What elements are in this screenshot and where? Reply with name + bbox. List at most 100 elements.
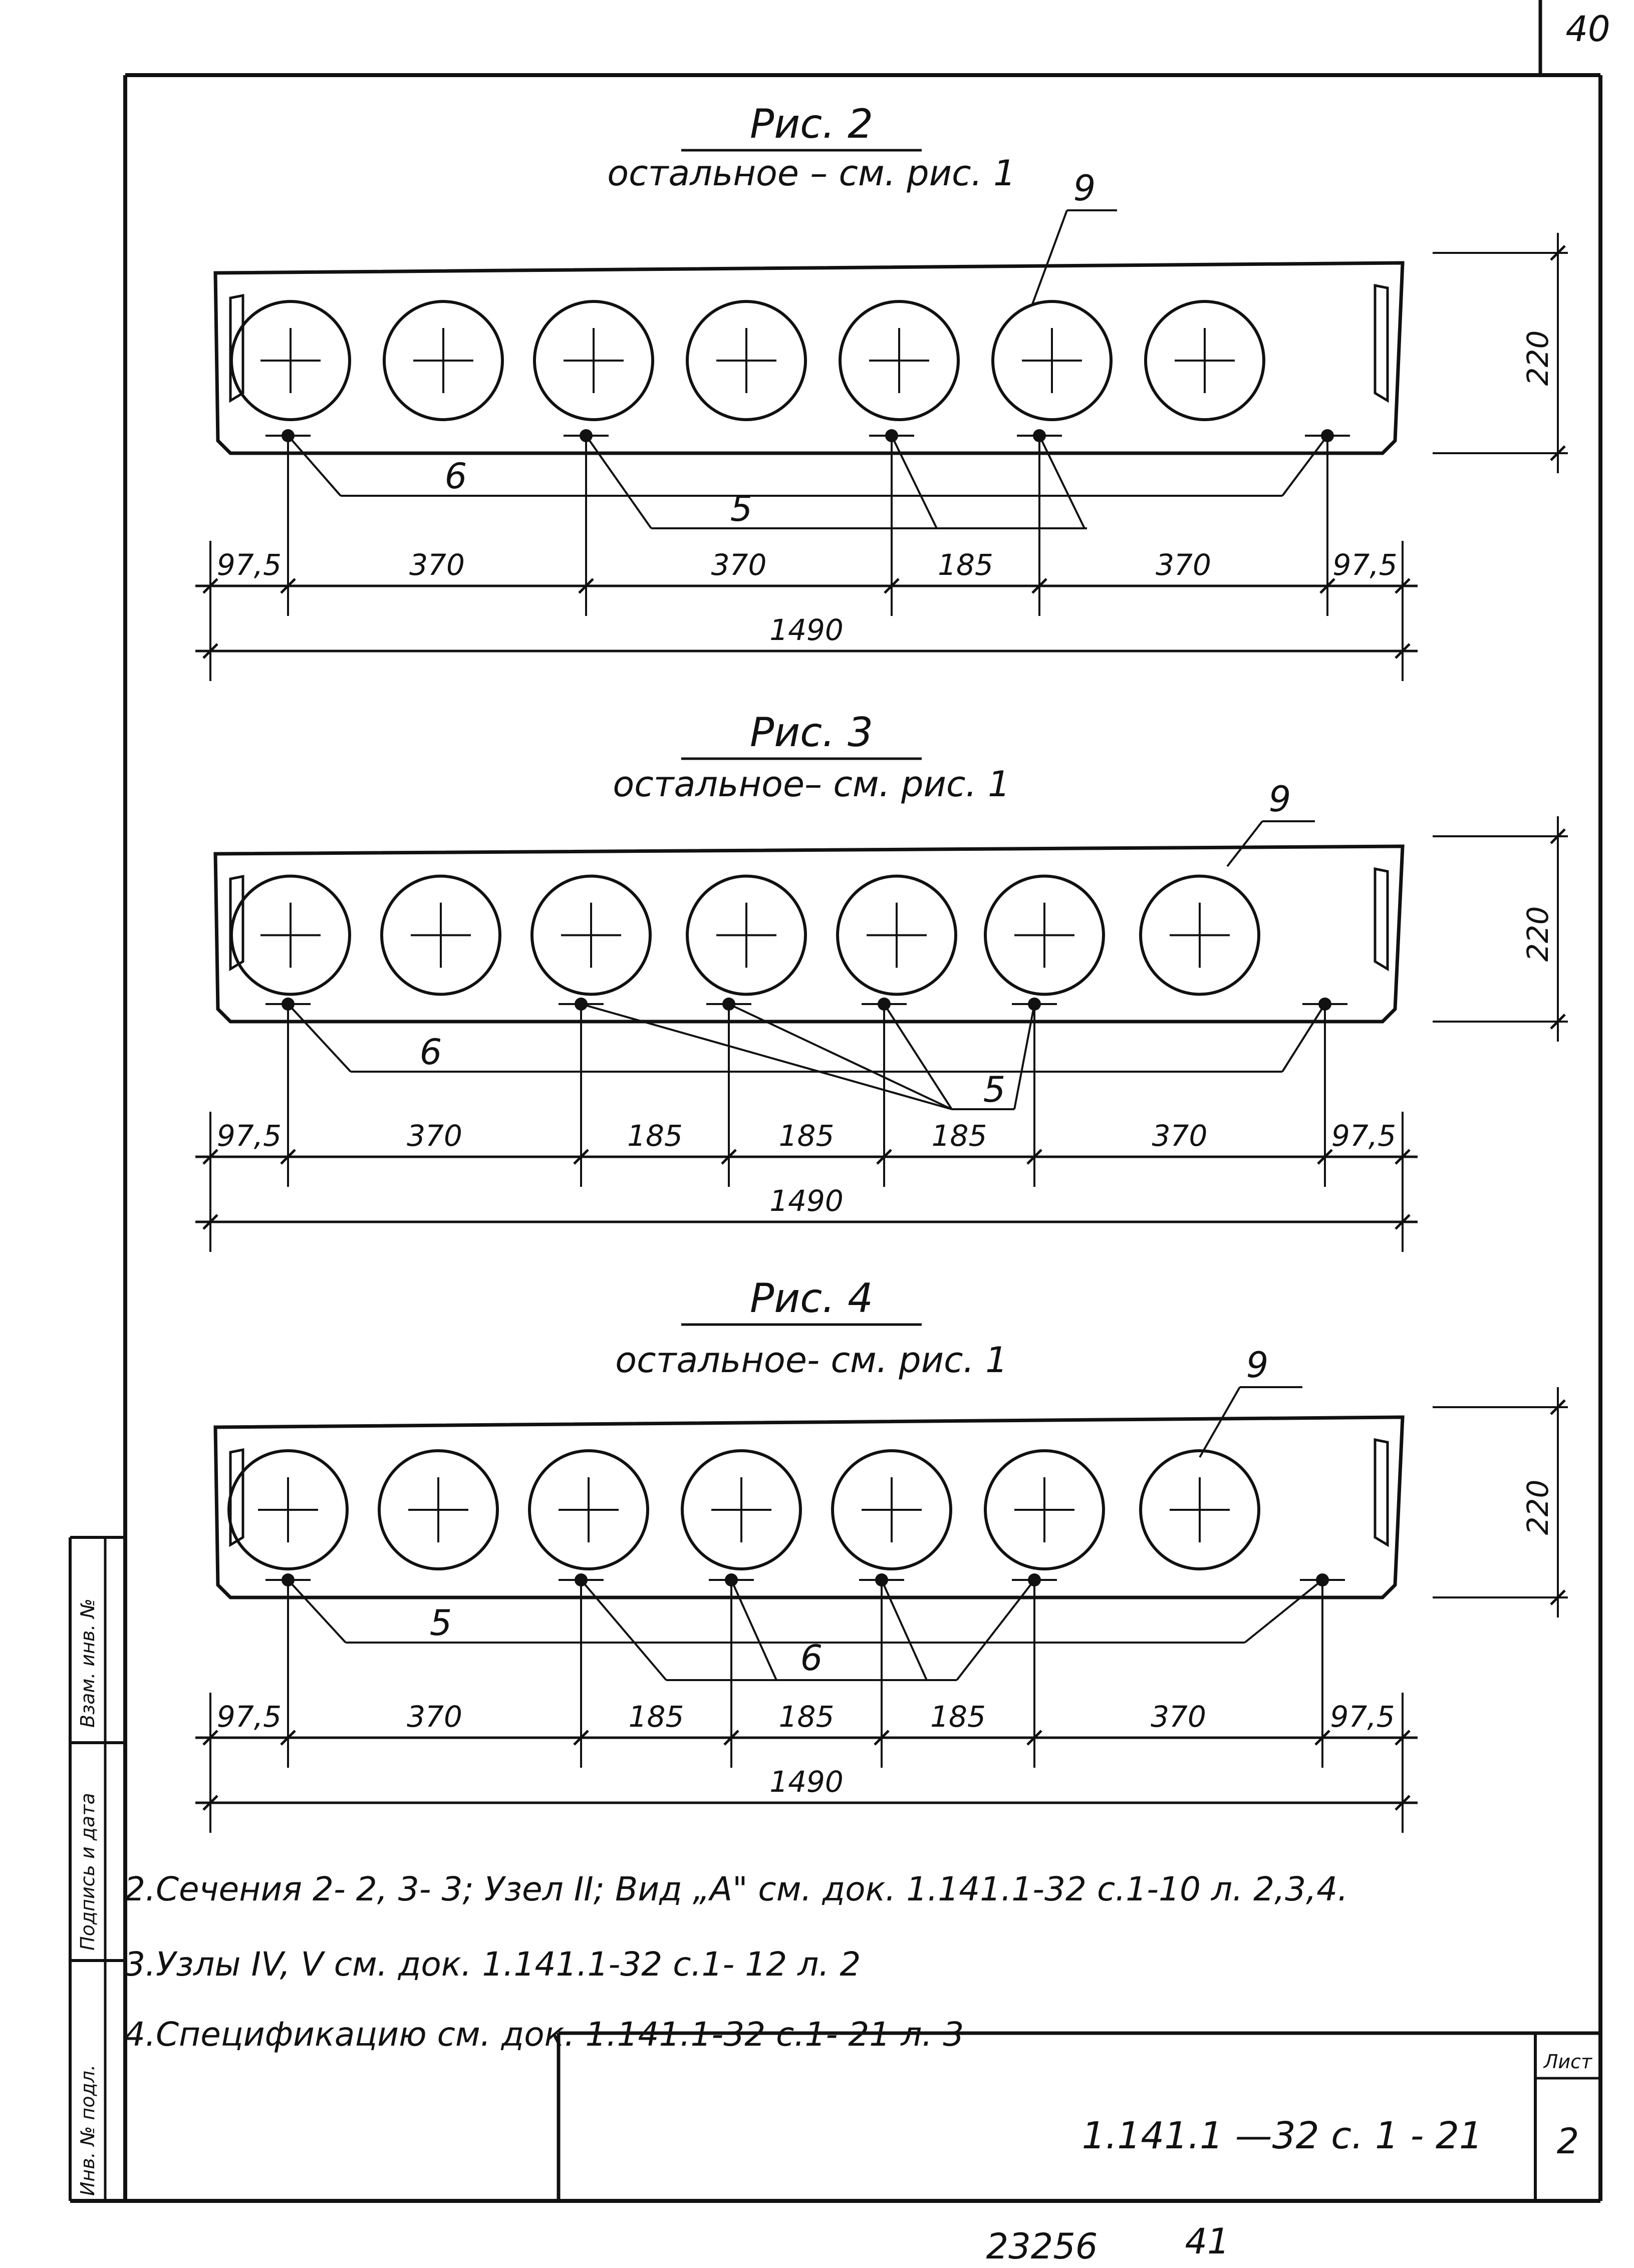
figure-caption: Рис. 4 [750,1275,873,1322]
figure-subcaption: остальное – см. рис. 1 [607,153,1015,194]
sheet-frame [70,0,1602,2203]
rebar-callout-leader [730,1579,777,1681]
hollow-core [831,1449,952,1570]
note-4: 4.Спецификацию см. док. 1.141.1-32 с.1- … [124,2015,964,2054]
height-dim-value: 220 [1521,1480,1555,1535]
chain-dim-value: 97,5 [217,1700,282,1734]
rebar-callout-leader [1013,1004,1035,1110]
rebar-callout-leader [287,1003,352,1073]
bottom-number-right: 41 [1185,2221,1229,2262]
chain-tick [280,1730,296,1746]
rebar-callout-label: 6 [800,1638,823,1679]
rebar-callout-leader [1281,1003,1326,1073]
note-3: 3.Узлы IV, V см. док. 1.141.1-32 с.1- 12… [124,1945,861,1984]
panel-outline [213,1415,1405,1599]
stamp-replaced-inv: Взам. инв. № [77,1598,99,1728]
chain-dim-value: 370 [407,1119,462,1153]
figure-subcaption: остальное– см. рис. 1 [613,764,1010,805]
chain-tick [1317,1149,1333,1165]
bottom-number-left: 23256 [986,2226,1098,2267]
total-tick [1395,1795,1411,1811]
chain-dim-value: 97,5 [1330,1700,1395,1734]
figure-caption: Рис. 2 [750,101,873,147]
chain-tick [884,578,900,594]
hollow-core [1144,300,1265,421]
rebar-callout-leader [956,1579,1035,1681]
chain-tick [723,1730,739,1746]
hollow-core [984,874,1105,996]
hollow-core [984,1449,1105,1570]
chain-tick [876,1149,892,1165]
leader-9-label: 9 [1073,168,1096,209]
end-notch-right [1374,283,1389,403]
side-stamp: Взам. инв. № Подпись и дата Инв. № подл. [69,1536,125,2201]
rebar-callout-leader [1281,435,1328,497]
chain-dim-value: 370 [1156,548,1211,582]
rebar-callout-leader [728,1003,952,1110]
rebar-callout-leader [1244,1579,1323,1644]
chain-tick [578,578,594,594]
chain-dim-value: 97,5 [217,1119,282,1153]
chain-dim-value: 370 [1152,1119,1208,1153]
chain-dim-value: 370 [409,548,465,582]
total-dim-value: 1490 [769,1765,844,1799]
chain-dim-value: 185 [932,1119,987,1153]
stamp-signature-date: Подпись и дата [77,1793,99,1951]
total-tick [202,643,218,659]
chain-dim-value: 370 [407,1700,462,1734]
chain-tick [1031,578,1047,594]
title-list-label: Лист [1543,2051,1593,2073]
chain-dim-value: 185 [779,1119,835,1153]
total-dim-value: 1490 [769,613,844,647]
rebar-callout-leader [287,1579,347,1644]
hollow-core [839,300,960,421]
hollow-core [533,300,654,421]
figure-subcaption: остальное- см. рис. 1 [615,1340,1007,1381]
title-block: Лист 2 1.141.1 —32 с. 1 - 21 [557,2031,1600,2201]
hollow-core [991,300,1113,421]
hollow-core [1139,874,1260,996]
hollow-core [380,874,501,996]
total-tick [1395,643,1411,659]
chain-dim-value: 185 [930,1700,986,1734]
page-corner-number: 40 [1565,9,1610,50]
hollow-core [686,874,807,996]
hollow-core [1139,1449,1260,1570]
height-tick [1550,1589,1566,1605]
chain-dim-value: 185 [779,1700,835,1734]
end-notch-right [1374,1438,1389,1547]
rebar-callout-label: 5 [430,1602,452,1644]
figure-caption: Рис. 3 [750,709,873,756]
chain-dim-value: 97,5 [1332,548,1397,582]
hollow-core [528,1449,649,1570]
rebar-callout-leader [585,435,652,529]
leader-9-label: 9 [1246,1345,1269,1386]
end-notch-right [1374,867,1389,971]
rebar-callout-leader [1038,435,1085,529]
panel-outline [213,844,1405,1024]
leader-9-line [1031,210,1068,306]
leader-9-line [1226,820,1263,867]
total-tick [1395,1214,1411,1230]
hollow-core [227,1449,349,1570]
height-tick [1550,245,1566,261]
hollow-core [383,300,504,421]
rebar-callout-label: 6 [420,1032,442,1073]
chain-dim-value: 370 [711,548,767,582]
document-code: 1.141.1 —32 с. 1 - 21 [1082,2114,1483,2157]
chain-tick [1319,578,1335,594]
rebar-callout-leader [883,1003,953,1110]
height-tick [1550,445,1566,461]
chain-tick [721,1149,737,1165]
height-tick [1550,1014,1566,1030]
hollow-core [681,1449,802,1570]
rebar-callout-leader [881,1579,928,1681]
hollow-core [378,1449,499,1570]
chain-tick [1314,1730,1330,1746]
rebar-callout-label: 5 [730,488,753,529]
hollow-core [530,874,652,996]
chain-tick [573,1730,589,1746]
height-dim-value: 220 [1521,331,1555,386]
